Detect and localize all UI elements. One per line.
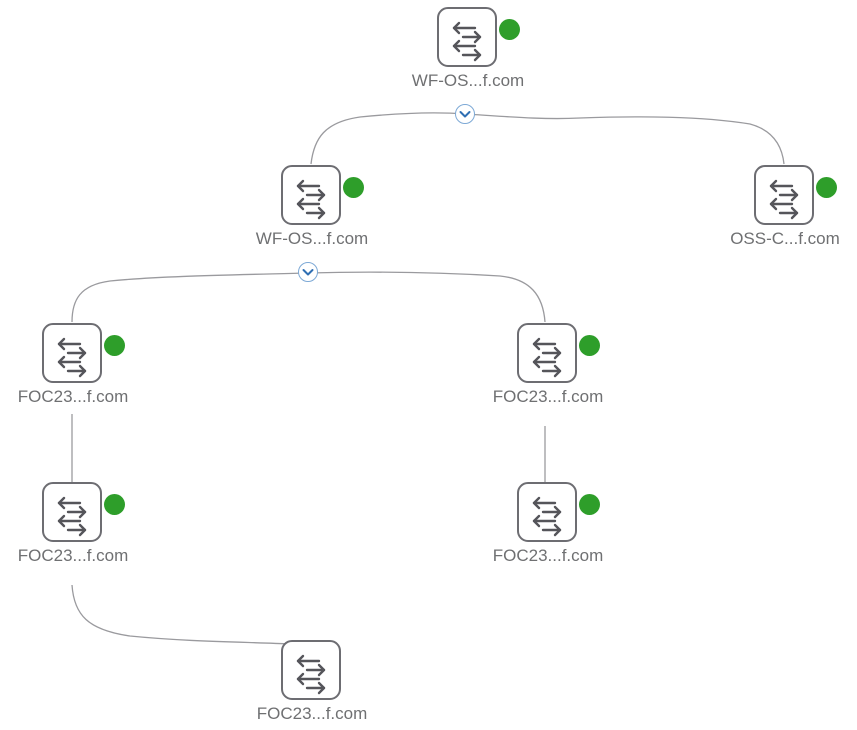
device-node[interactable]: FOC23...f.com <box>0 323 148 413</box>
node-label[interactable]: FOC23...f.com <box>492 546 604 565</box>
link-line <box>310 112 785 165</box>
switch-arrows-icon[interactable] <box>754 165 814 225</box>
device-node[interactable]: FOC23...f.com <box>473 323 623 413</box>
switch-arrows-icon[interactable] <box>517 323 577 383</box>
switch-arrows-icon[interactable] <box>42 482 102 542</box>
status-dot <box>104 335 125 356</box>
switch-arrows-icon[interactable] <box>517 482 577 542</box>
node-label[interactable]: OSS-C...f.com <box>730 229 840 248</box>
node-label[interactable]: WF-OS...f.com <box>411 71 525 90</box>
status-dot <box>499 19 520 40</box>
device-node[interactable]: FOC23...f.com <box>237 640 387 730</box>
node-label[interactable]: WF-OS...f.com <box>255 229 369 248</box>
collapse-toggle[interactable] <box>298 262 318 282</box>
switch-arrows-icon[interactable] <box>281 165 341 225</box>
status-dot <box>816 177 837 198</box>
device-node[interactable]: WF-OS...f.com <box>237 165 387 255</box>
status-dot <box>343 177 364 198</box>
switch-arrows-icon[interactable] <box>437 7 497 67</box>
node-label[interactable]: FOC23...f.com <box>17 546 129 565</box>
status-dot <box>579 335 600 356</box>
chevron-down-icon <box>302 269 314 276</box>
device-node[interactable]: WF-OS...f.com <box>393 7 543 97</box>
node-label[interactable]: FOC23...f.com <box>256 704 368 723</box>
status-dot <box>579 494 600 515</box>
chevron-down-icon <box>459 111 471 118</box>
switch-arrows-icon[interactable] <box>42 323 102 383</box>
status-dot <box>104 494 125 515</box>
switch-arrows-icon[interactable] <box>281 640 341 700</box>
device-node[interactable]: FOC23...f.com <box>0 482 148 572</box>
node-label[interactable]: FOC23...f.com <box>17 387 129 406</box>
collapse-toggle[interactable] <box>455 104 475 124</box>
link-line <box>71 584 291 645</box>
node-label[interactable]: FOC23...f.com <box>492 387 604 406</box>
device-node[interactable]: FOC23...f.com <box>473 482 623 572</box>
device-node[interactable]: OSS-C...f.com <box>710 165 857 255</box>
